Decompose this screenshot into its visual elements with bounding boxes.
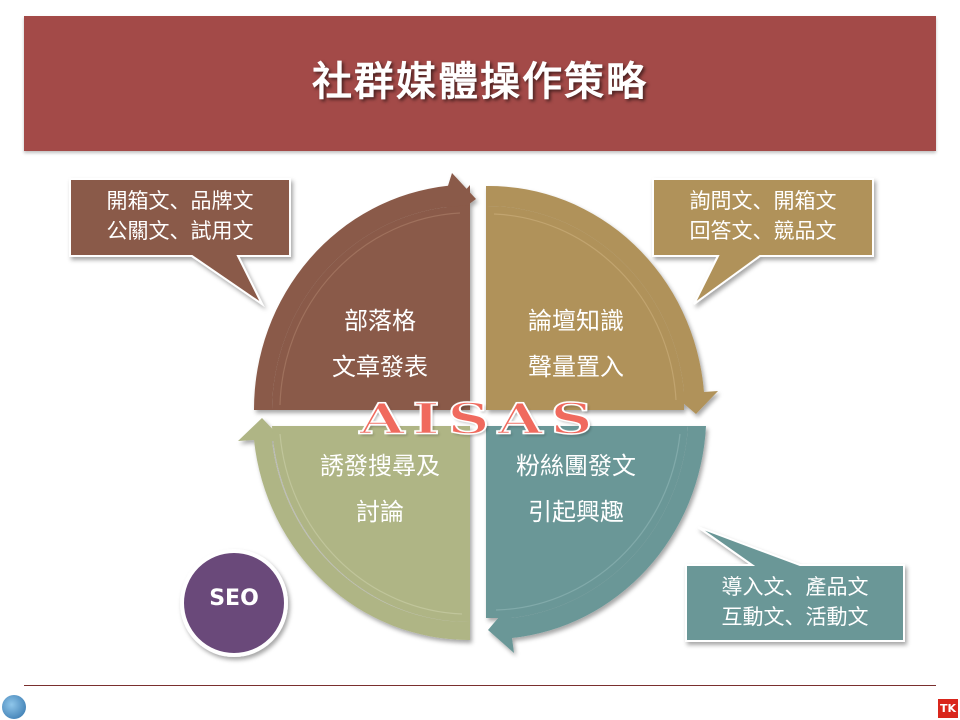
- callout-bottom-right-text: 導入文、產品文 互動文、活動文: [686, 572, 904, 632]
- callout-bottom-right-line2: 互動文、活動文: [721, 605, 869, 629]
- quadrant-bottom-right-line2: 引起興趣: [528, 498, 624, 526]
- globe-logo-icon: [2, 695, 26, 719]
- seo-badge: [180, 549, 288, 657]
- callout-top-left-text: 開箱文、品牌文 公關文、試用文: [70, 186, 290, 246]
- seo-badge-label: SEO: [209, 586, 259, 611]
- quadrant-bottom-left-label: 誘發搜尋及 討論: [290, 443, 470, 535]
- tk-logo: TK: [938, 699, 958, 718]
- footer-divider: [24, 685, 936, 686]
- quadrant-bottom-left-line2: 討論: [356, 498, 404, 526]
- callout-top-left: [69, 178, 291, 308]
- quadrant-top-left-line1: 部落格: [344, 307, 416, 335]
- quadrant-top-right-line2: 聲量置入: [528, 353, 624, 381]
- quadrant-bottom-right-label: 粉絲團發文 引起興趣: [496, 443, 656, 535]
- quadrant-top-right-line1: 論壇知識: [528, 307, 624, 335]
- title-bar: 社群媒體操作策略: [24, 16, 936, 151]
- quadrant-bottom-left: [238, 418, 470, 641]
- quadrant-bottom-right-line1: 粉絲團發文: [516, 452, 636, 480]
- quadrant-bottom-left-line1: 誘發搜尋及: [320, 452, 440, 480]
- quadrant-top-right: [486, 185, 718, 414]
- callout-bottom-right-line1: 導入文、產品文: [721, 575, 869, 599]
- callout-top-right-line1: 詢問文、開箱文: [689, 189, 837, 213]
- quadrant-top-left-line2: 文章發表: [332, 353, 428, 381]
- aisas-label: AISAS: [359, 394, 601, 444]
- callout-top-left-line2: 公關文、試用文: [106, 219, 254, 243]
- quadrant-bottom-right: [486, 426, 706, 653]
- quadrant-top-left: [253, 173, 476, 410]
- callout-top-right-text: 詢問文、開箱文 回答文、競品文: [653, 186, 873, 246]
- callout-top-right: [652, 178, 874, 305]
- quadrant-top-left-label: 部落格 文章發表: [300, 298, 460, 390]
- callout-top-right-line2: 回答文、競品文: [689, 219, 837, 243]
- callout-top-left-line1: 開箱文、品牌文: [106, 189, 254, 213]
- slide-title: 社群媒體操作策略: [312, 58, 648, 105]
- quadrant-top-right-label: 論壇知識 聲量置入: [496, 298, 656, 390]
- callout-bottom-right: [685, 526, 905, 642]
